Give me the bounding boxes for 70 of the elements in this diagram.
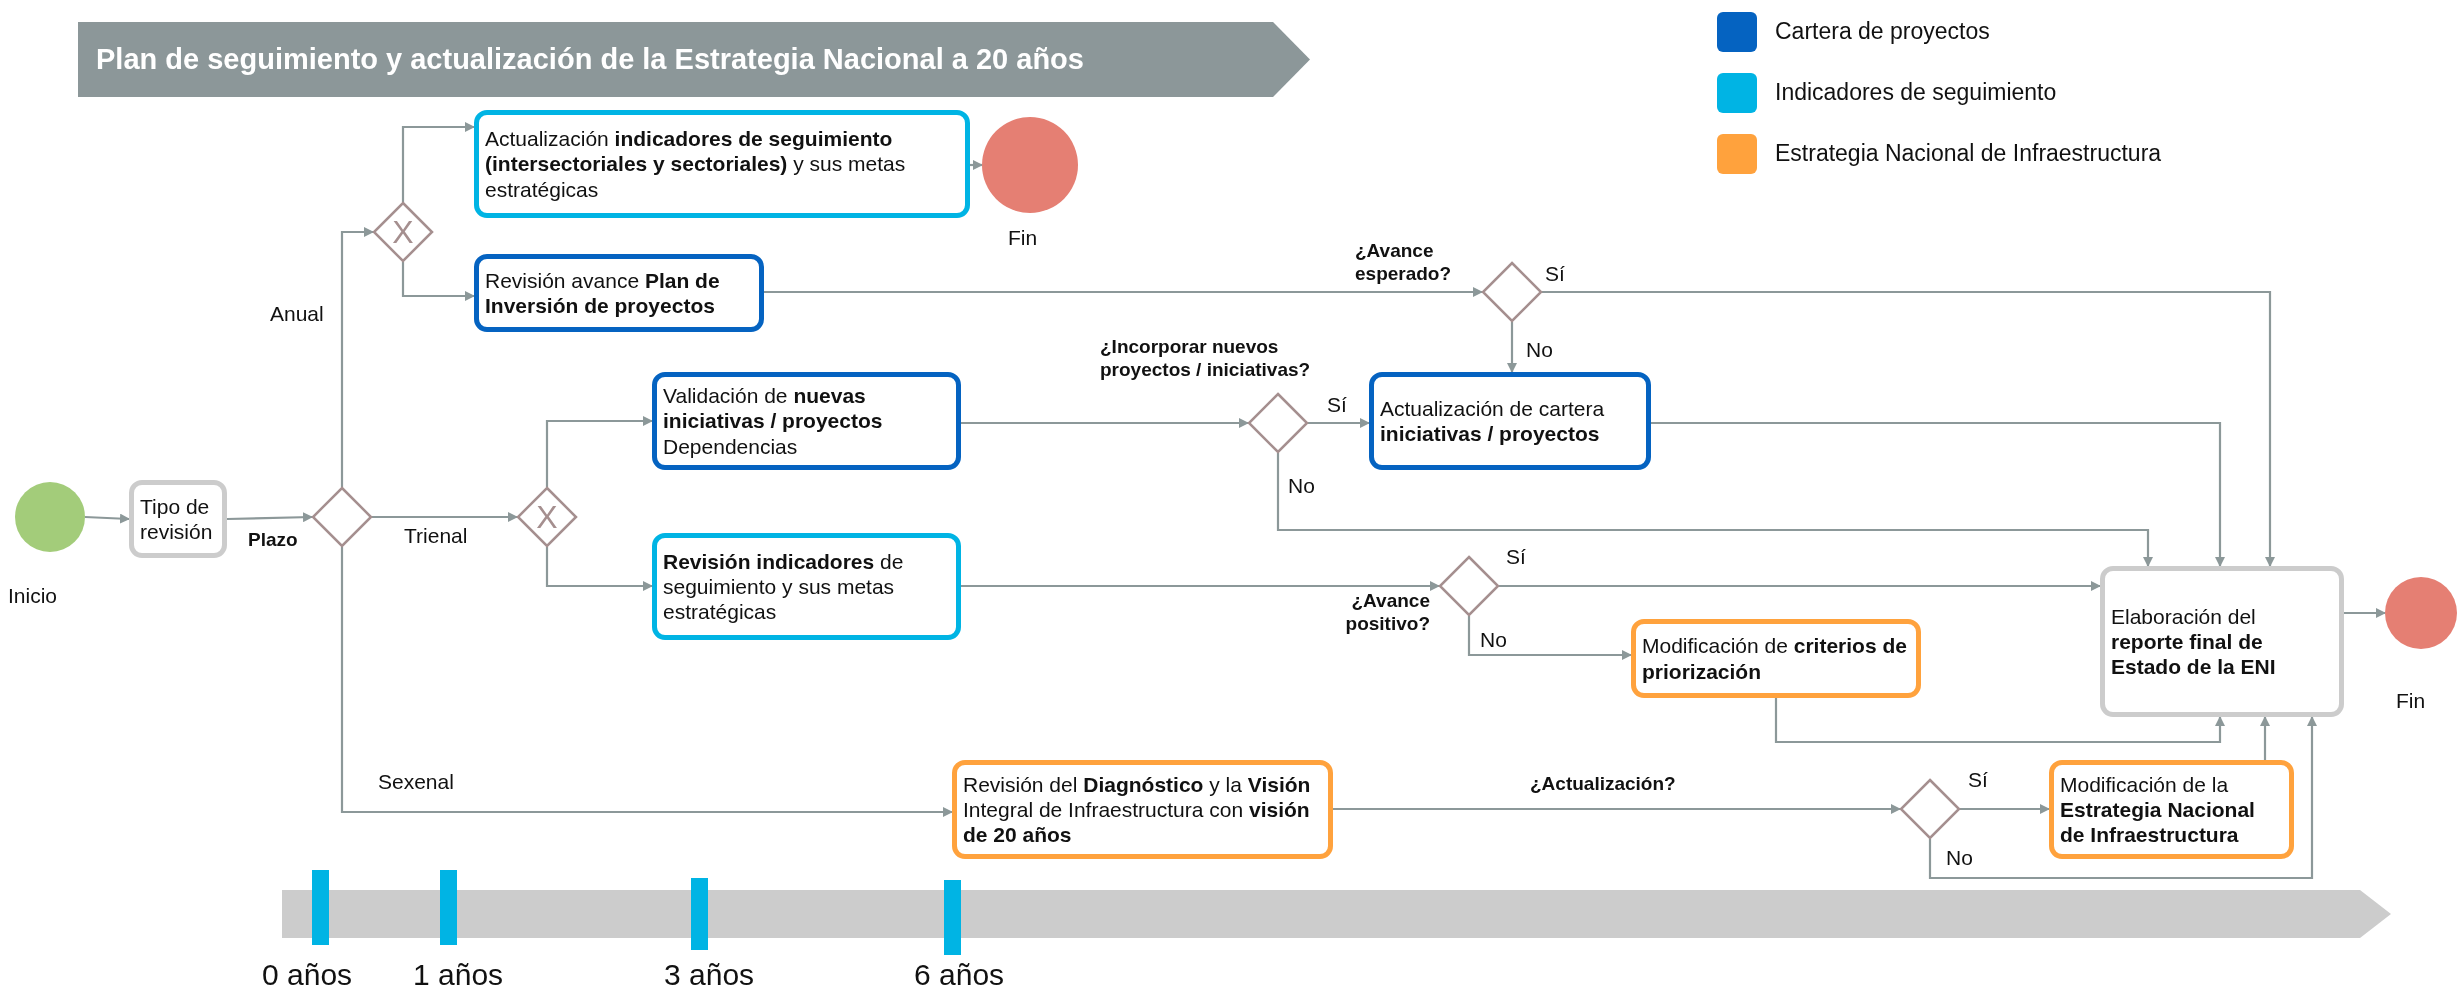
connector-arrow — [1928, 716, 2317, 880]
decision-diamond — [1439, 556, 1499, 616]
box-text: Revisión indicadores de seguimiento y sus metas estratégicas — [663, 548, 905, 625]
process-box — [652, 533, 961, 640]
connector-arrow — [545, 416, 653, 487]
process-box — [2049, 760, 2294, 859]
box-text: Revisión avance Plan de Inversión de proyectos — [485, 267, 721, 319]
process-box — [474, 254, 764, 332]
timeline-label: 1 años — [413, 958, 504, 992]
connector-arrow — [1499, 581, 2101, 591]
connector-arrow — [1308, 418, 1370, 428]
timeline-label: 0 años — [262, 958, 353, 992]
legend-label: Estrategia Nacional de Infraestructura — [1775, 140, 2162, 167]
timeline-label: 6 años — [914, 958, 1005, 992]
connector-arrow — [764, 287, 1483, 297]
connector-arrow — [2260, 716, 2270, 760]
connector-arrow — [401, 122, 475, 202]
title-text: Plan de seguimiento y actualización de la Estrategia Nacional a 20 años — [96, 43, 1084, 76]
connector-arrow — [1651, 421, 2225, 567]
connector-arrow — [1276, 453, 2153, 567]
connector-arrow — [226, 512, 313, 523]
connector-arrow — [84, 513, 130, 524]
gateway-diamond — [517, 487, 577, 547]
gateway-label: X — [391, 212, 415, 252]
decision-diamond — [1482, 262, 1542, 322]
box-text: Tipo de revisión — [140, 493, 214, 545]
gateway-diamond — [373, 202, 433, 262]
process-box — [952, 760, 1333, 859]
node-caption: Fin — [1008, 225, 1039, 251]
box-text: Actualización indicadores de seguimiento (intersectoriales y sectoriales) y sus metas estratégicas — [485, 126, 907, 202]
node-caption: Fin — [2396, 688, 2427, 714]
connector-arrow — [1507, 322, 1517, 373]
connector-arrow — [1774, 698, 2225, 744]
decision-diamond — [1248, 393, 1308, 453]
connector-arrow — [401, 262, 475, 301]
connector-arrow — [2344, 608, 2386, 618]
connector-arrow — [340, 227, 374, 487]
connector-arrow — [961, 581, 1440, 591]
connector-arrow — [1467, 616, 1632, 660]
process-box — [474, 110, 970, 218]
process-box — [652, 372, 961, 470]
process-box — [129, 480, 227, 558]
node-caption: Inicio — [8, 583, 59, 609]
legend-label: Cartera de proyectos — [1775, 18, 1990, 45]
box-text: Elaboración del reporte final de Estado de la ENI — [2111, 603, 2277, 680]
legend-label: Indicadores de seguimiento — [1775, 79, 2057, 106]
connector-arrow — [970, 160, 983, 170]
connector-arrow — [961, 418, 1249, 428]
connector-arrow — [340, 547, 953, 817]
timeline-label: 3 años — [664, 958, 755, 992]
connector-arrow — [1542, 290, 2275, 567]
box-text: Modificación de criterios de priorización — [1642, 633, 1908, 684]
decision-question: ¿Avance esperado? — [1355, 240, 1453, 286]
box-text: Modificación de la Estrategia Nacional de Infraestructura — [2060, 771, 2256, 848]
connector-arrow — [1960, 804, 2050, 814]
process-box — [1631, 619, 1921, 698]
box-text: Actualización de cartera iniciativas / proyectos — [1380, 395, 1606, 447]
gateway-label: X — [535, 497, 559, 537]
process-box — [1369, 372, 1651, 470]
box-text: Revisión del Diagnóstico y la Visión Integral de Infraestructura con visión de 20 años — [963, 771, 1312, 848]
decision-diamond — [1900, 779, 1960, 839]
decision-question: ¿Avance positivo? — [1344, 590, 1430, 636]
process-box — [2100, 566, 2344, 717]
box-text: Validación de nuevas iniciativas / proyectos Dependencias — [663, 383, 884, 459]
decision-diamond — [312, 487, 372, 547]
decision-question: ¿Incorporar nuevos proyectos / iniciativas? — [1100, 336, 1312, 382]
connector-arrow — [372, 512, 518, 522]
connector-arrow — [1333, 804, 1901, 814]
connector-arrow — [545, 547, 653, 591]
edge-label: ¿Actualización? — [1530, 774, 1676, 795]
